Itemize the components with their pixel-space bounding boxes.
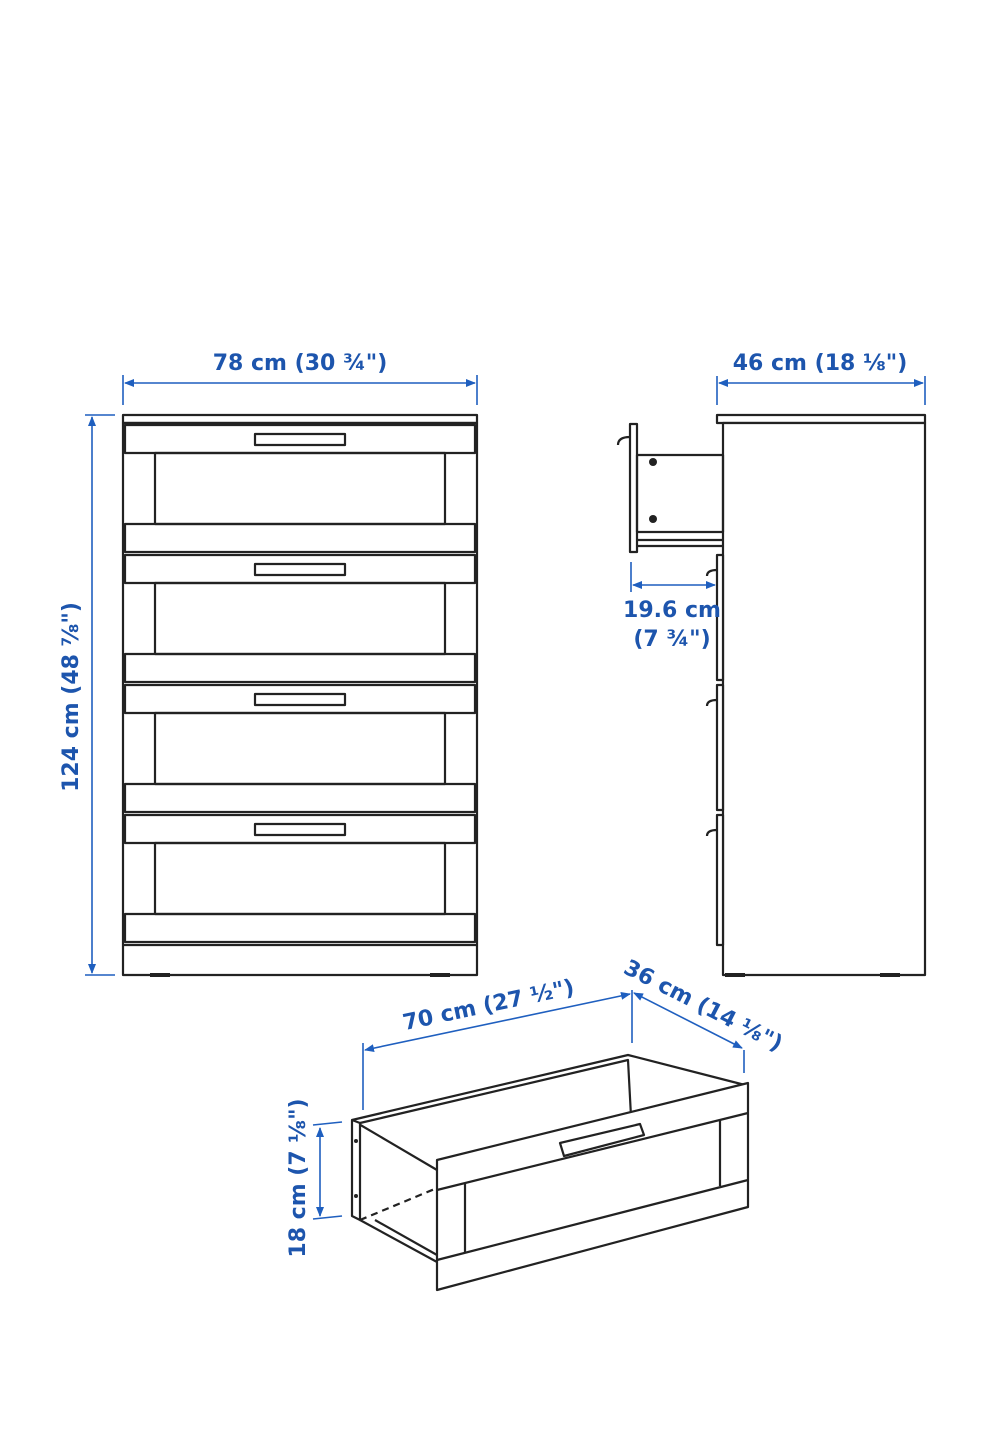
drawer-front-3	[123, 683, 477, 814]
depth-dimension: 46 cm (18 ⅛")	[716, 351, 926, 405]
drawer-width-label: 70 cm (27 ½")	[401, 975, 577, 1036]
drawer-front-4	[123, 813, 477, 944]
drawer-height-label: 18 cm (7 ⅛")	[286, 1098, 311, 1257]
height-dimension: 124 cm (48 ⅞")	[59, 414, 115, 976]
width-label: 78 cm (30 ¾")	[213, 351, 388, 376]
drawer-extension-dimension: 19.6 cm (7 ¾")	[623, 562, 721, 652]
drawer-height-dimension: 18 cm (7 ⅛")	[286, 1098, 343, 1258]
side-view	[616, 413, 927, 977]
width-dimension: 78 cm (30 ¾")	[122, 351, 478, 405]
height-label: 124 cm (48 ⅞")	[59, 602, 84, 792]
drawer-front-1	[123, 423, 477, 554]
drawer-extension-cm-label: 19.6 cm	[623, 598, 721, 623]
drawer-front-2	[123, 553, 477, 684]
front-view	[121, 413, 479, 977]
drawer-extension-in-label: (7 ¾")	[633, 627, 710, 652]
depth-label: 46 cm (18 ⅛")	[733, 351, 908, 376]
drawer-isometric	[350, 1053, 750, 1292]
open-drawer-side	[616, 422, 725, 554]
